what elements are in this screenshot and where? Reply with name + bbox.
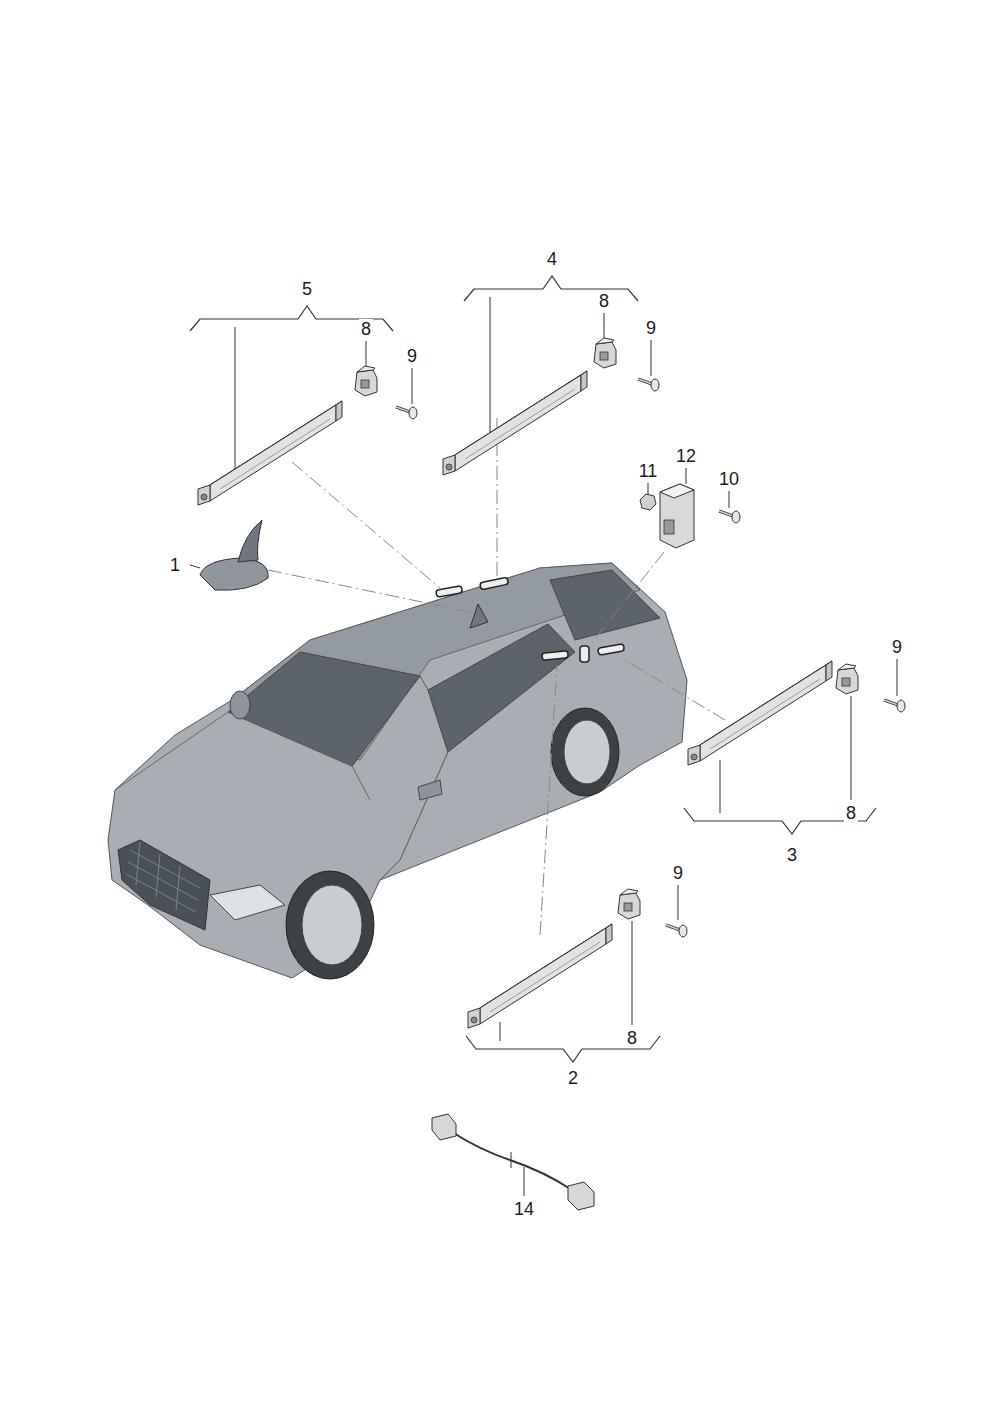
callout-number: 9: [671, 863, 685, 883]
callout-number: 9: [405, 346, 419, 366]
callout-number: 12: [674, 446, 698, 466]
leader-lines: [268, 418, 725, 935]
callout-number: 8: [359, 319, 373, 339]
callout-number: 8: [625, 1028, 639, 1048]
callout-number: 9: [644, 318, 658, 338]
callout-number: 2: [566, 1068, 580, 1088]
roof-antenna: [190, 520, 268, 590]
antenna-cable: [432, 1114, 594, 1210]
car-body: [108, 563, 687, 979]
callout-number: 14: [512, 1199, 536, 1219]
callout-number: 3: [785, 845, 799, 865]
callout-number: 11: [637, 461, 660, 481]
callout-number: 4: [545, 249, 559, 269]
callout-number: 8: [597, 291, 611, 311]
antenna-module-5: [190, 306, 417, 505]
callout-number: 5: [300, 279, 314, 299]
antenna-module-3: [684, 659, 905, 834]
callout-number: 10: [717, 469, 741, 489]
callout-number: 8: [844, 803, 858, 823]
antenna-module-4: [443, 276, 659, 475]
callout-number: 9: [890, 637, 904, 657]
antenna-module-2: [466, 885, 687, 1062]
callout-number: 1: [168, 555, 182, 575]
